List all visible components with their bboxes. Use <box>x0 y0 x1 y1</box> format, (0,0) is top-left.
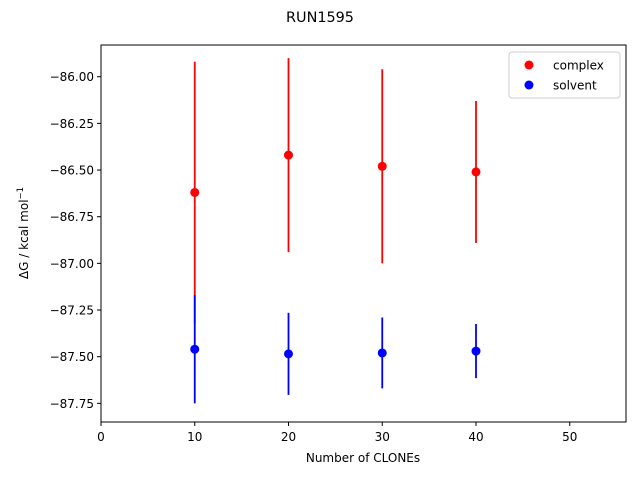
chart-title: RUN1595 <box>286 10 354 26</box>
complex-point-1 <box>284 150 293 160</box>
x-axis-label: Number of CLONEs <box>306 451 420 465</box>
y-tick-label-6: −87.50 <box>50 350 94 364</box>
y-tick-label-4: −87.00 <box>50 257 94 271</box>
y-tick-label-7: −87.75 <box>50 397 94 411</box>
complex-point-3 <box>471 167 481 177</box>
legend-marker-complex <box>524 60 534 70</box>
plot-frame <box>100 44 627 423</box>
x-tick-label-3: 30 <box>375 430 390 444</box>
y-tick-label-0: −86.00 <box>50 70 94 84</box>
y-axis-label-text: ΔG / kcal mol <box>17 199 31 279</box>
axes: 0 10 20 30 40 50 −86.00 −86.25 −86.50 −86.75 −87.0… <box>50 44 627 444</box>
legend: complex solvent <box>508 51 621 99</box>
legend-box <box>508 51 621 99</box>
plot-marks <box>190 58 481 404</box>
complex-point-2 <box>377 161 387 171</box>
y-tick-label-5: −87.25 <box>50 304 94 318</box>
solvent-point-0 <box>190 344 200 354</box>
solvent-point-3 <box>471 346 481 356</box>
solvent-point-2 <box>377 348 387 358</box>
x-tick-label-4: 40 <box>468 430 483 444</box>
legend-label-solvent: solvent <box>553 79 597 93</box>
x-tick-label-2: 20 <box>281 430 296 444</box>
y-axis-label-superscript: −1 <box>16 187 26 200</box>
complex-point-0 <box>190 187 200 197</box>
legend-marker-solvent <box>524 80 534 90</box>
y-tick-label-2: −86.50 <box>50 164 94 178</box>
y-tick-label-3: −86.75 <box>50 210 94 224</box>
x-tick-label-1: 10 <box>187 430 202 444</box>
y-tick-label-1: −86.25 <box>50 117 94 131</box>
y-axis-label: ΔG / kcal mol−1 <box>16 187 31 279</box>
x-tick-label-5: 50 <box>562 430 577 444</box>
x-tick-label-0: 0 <box>97 430 105 444</box>
legend-label-complex: complex <box>553 59 604 73</box>
solvent-point-1 <box>284 349 293 359</box>
